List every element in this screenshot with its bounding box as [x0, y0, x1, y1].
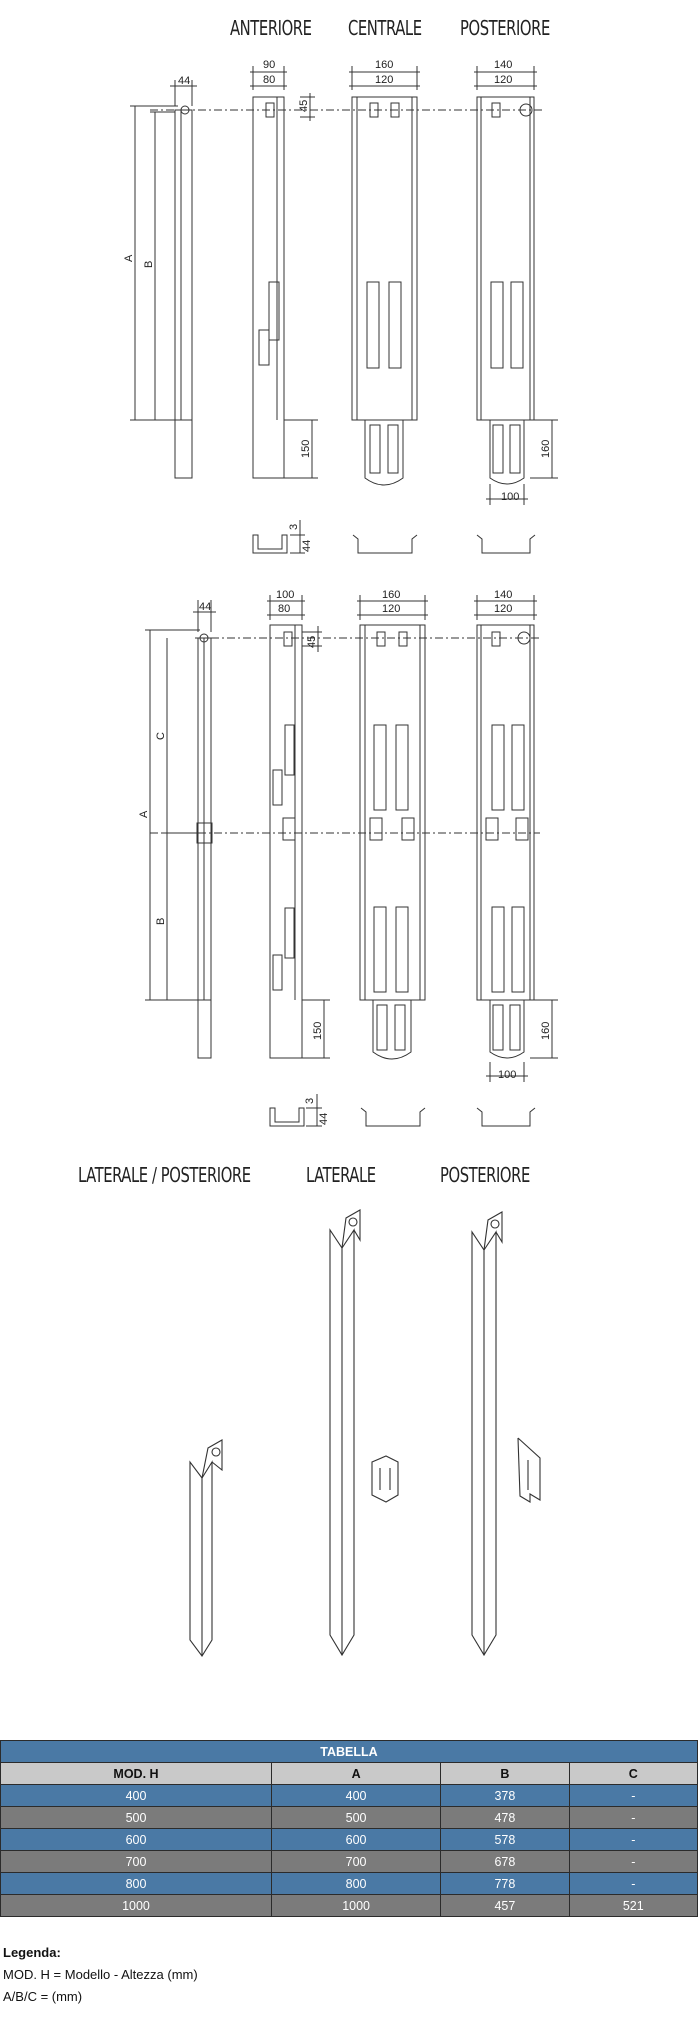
section-posteriore-1	[476, 534, 536, 554]
dim2-160b: 160	[540, 1022, 552, 1040]
header-laterale-posteriore: LATERALE / POSTERIORE	[78, 1163, 251, 1187]
dim1-45: 45	[298, 100, 310, 112]
dim2-B: B	[155, 918, 167, 925]
section-posteriore-2	[476, 1107, 536, 1127]
dim2-120: 120	[382, 603, 400, 615]
table-cell: 700	[0, 1850, 272, 1873]
front-posteriore-2	[474, 595, 558, 1082]
table-title: TABELLA	[0, 1740, 698, 1763]
table-cell: 578	[440, 1828, 570, 1851]
table-cell: 478	[440, 1806, 570, 1829]
dim1-A: A	[123, 254, 135, 262]
dim2-44b: 44	[318, 1113, 330, 1125]
column-header-b: B	[440, 1762, 570, 1785]
section-anteriore-2	[269, 1107, 305, 1127]
table-cell: -	[568, 1806, 698, 1829]
header-posteriore-iso: POSTERIORE	[440, 1163, 530, 1187]
dim2-160: 160	[382, 589, 400, 601]
table-cell: 500	[270, 1806, 442, 1829]
dim2-A: A	[138, 810, 150, 818]
legend-title: Legenda:	[3, 1945, 61, 1960]
dim2-3: 3	[304, 1098, 316, 1104]
iso-laterale	[329, 1209, 399, 1657]
table-cell: 457	[440, 1894, 570, 1917]
front-anteriore-1	[250, 66, 318, 479]
header-anteriore: ANTERIORE	[230, 16, 312, 40]
dim1-44: 44	[178, 75, 190, 87]
dim1-160b: 160	[540, 440, 552, 458]
table-cell: -	[568, 1784, 698, 1807]
dim2-44: 44	[199, 601, 211, 613]
technical-drawing: 44 90 80 45 150 160 120 140 120 160 100 …	[123, 59, 558, 1657]
dim2-140: 140	[494, 589, 512, 601]
dim1-44b: 44	[301, 540, 313, 552]
column-header-mod-h: MOD. H	[0, 1762, 272, 1785]
dim1-120: 120	[375, 74, 393, 86]
table-cell: 1000	[0, 1894, 272, 1917]
table-cell: -	[568, 1850, 698, 1873]
table-cell: 1000	[270, 1894, 442, 1917]
front-centrale-1	[349, 66, 420, 486]
legend-line-1: MOD. H = Modello - Altezza (mm)	[3, 1967, 198, 1982]
dim2-100b: 100	[498, 1069, 516, 1081]
table-cell: -	[568, 1828, 698, 1851]
dim2-120b: 120	[494, 603, 512, 615]
table-cell: 500	[0, 1806, 272, 1829]
table-cell: 400	[270, 1784, 442, 1807]
front-posteriore-1	[474, 66, 558, 505]
dim1-150: 150	[300, 440, 312, 458]
header-posteriore: POSTERIORE	[460, 16, 550, 40]
dim1-100: 100	[501, 491, 519, 503]
side-profile-2	[145, 600, 216, 1059]
side-profile-1	[130, 80, 197, 479]
dim2-100: 100	[276, 589, 294, 601]
iso-laterale-posteriore	[189, 1439, 223, 1657]
dim2-150: 150	[312, 1022, 324, 1040]
column-header-a: A	[270, 1762, 442, 1785]
table-cell: 700	[270, 1850, 442, 1873]
front-anteriore-2	[267, 595, 330, 1059]
legend: Legenda: MOD. H = Modello - Altezza (mm)…	[3, 1942, 198, 2008]
dim2-C: C	[155, 732, 167, 740]
legend-line-2: A/B/C = (mm)	[3, 1989, 83, 2004]
dim2-80: 80	[278, 603, 290, 615]
table-cell: 521	[568, 1894, 698, 1917]
table-cell: 600	[270, 1828, 442, 1851]
section-centrale-2	[360, 1107, 426, 1127]
table-cell: 800	[270, 1872, 442, 1895]
iso-posteriore	[471, 1211, 541, 1657]
table-cell: 400	[0, 1784, 272, 1807]
dim1-120b: 120	[494, 74, 512, 86]
table-cell: 800	[0, 1872, 272, 1895]
table-cell: 778	[440, 1872, 570, 1895]
dim1-3: 3	[288, 524, 300, 530]
dim1-90: 90	[263, 59, 275, 71]
dim1-80: 80	[263, 74, 275, 86]
table-cell: 378	[440, 1784, 570, 1807]
table-cell: 678	[440, 1850, 570, 1873]
dim1-B: B	[143, 261, 155, 268]
header-laterale: LATERALE	[306, 1163, 376, 1187]
table-cell: 600	[0, 1828, 272, 1851]
table-cell: -	[568, 1872, 698, 1895]
front-centrale-2	[357, 595, 428, 1060]
dim2-45: 45	[306, 636, 318, 648]
section-centrale-1	[352, 534, 418, 554]
dim1-140: 140	[494, 59, 512, 71]
dim1-160: 160	[375, 59, 393, 71]
header-centrale: CENTRALE	[348, 16, 422, 40]
column-header-c: C	[568, 1762, 698, 1785]
section-anteriore-1	[252, 534, 288, 554]
